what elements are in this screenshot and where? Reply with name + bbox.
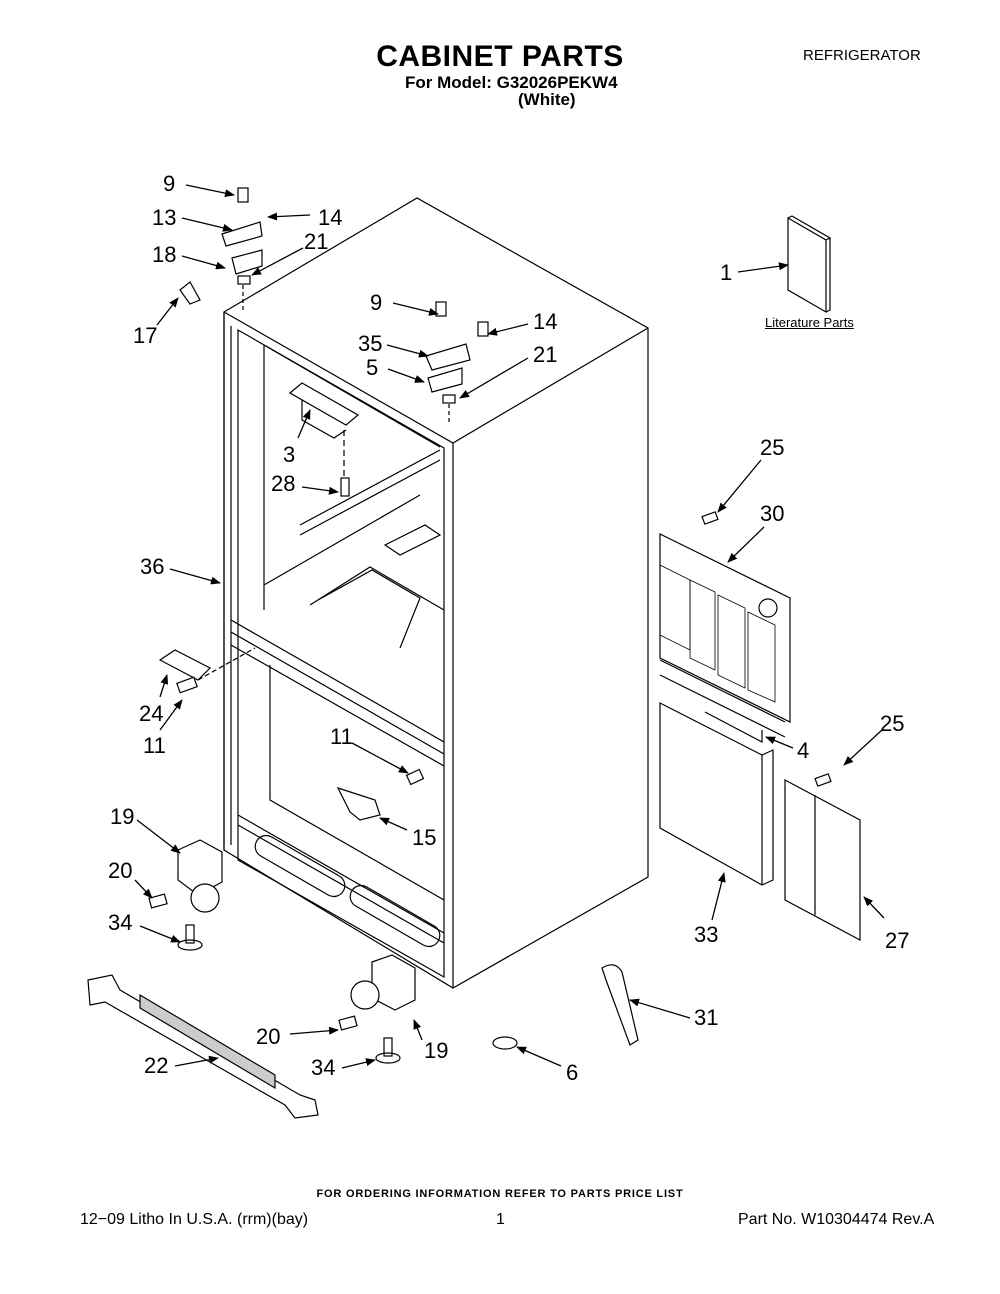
- callout-30: 30: [760, 501, 785, 526]
- callout-9: 9: [370, 290, 383, 315]
- part-number: Part No. W10304474 Rev.A: [738, 1211, 935, 1228]
- callout-24: 24: [139, 701, 164, 726]
- center-bracket: [336, 786, 381, 821]
- callout-34: 34: [108, 910, 133, 935]
- right-caster: [338, 954, 416, 1064]
- callout-15: 15: [412, 825, 437, 850]
- model-number: For Model: G32026PEKW4: [405, 73, 618, 92]
- callout-31: 31: [694, 1005, 719, 1030]
- callout-36: 36: [140, 554, 165, 579]
- side-panel: [784, 773, 861, 941]
- model-variant: (White): [518, 90, 576, 109]
- callout-28: 28: [271, 471, 296, 496]
- callout-33: 33: [694, 922, 719, 947]
- callout-35: 35: [358, 331, 383, 356]
- callout-13: 13: [152, 205, 177, 230]
- callout-34: 34: [311, 1055, 336, 1080]
- rear-grille-panel: [659, 511, 791, 738]
- wrench-tool: [601, 964, 639, 1046]
- callout-19: 19: [110, 804, 135, 829]
- top-hinge-center: [425, 301, 489, 425]
- front-panel: [659, 702, 774, 886]
- part-3-bracket: [288, 382, 360, 497]
- callout-18: 18: [152, 242, 177, 267]
- page-title: CABINET PARTS: [376, 40, 624, 73]
- callout-25: 25: [880, 711, 905, 736]
- ordering-note: FOR ORDERING INFORMATION REFER TO PARTS …: [316, 1188, 684, 1200]
- callout-17: 17: [133, 323, 158, 348]
- left-bracket: [158, 647, 256, 694]
- product-type: REFRIGERATOR: [803, 47, 921, 64]
- left-caster: [148, 839, 223, 951]
- callout-11: 11: [143, 733, 166, 758]
- ring-part: [492, 1036, 518, 1050]
- callout-5: 5: [366, 355, 379, 380]
- toe-grille: [87, 974, 319, 1119]
- litho-info: 12−09 Litho In U.S.A. (rrm)(bay): [80, 1211, 309, 1228]
- callout-3: 3: [283, 442, 296, 467]
- callout-25: 25: [760, 435, 785, 460]
- callout-22: 22: [144, 1053, 169, 1078]
- callout-11: 11: [330, 724, 353, 749]
- callout-14: 14: [533, 309, 558, 334]
- leader-arrows: [134, 184, 885, 1069]
- literature-book: [787, 215, 832, 314]
- callout-9: 9: [163, 171, 176, 196]
- callout-20: 20: [108, 858, 133, 883]
- callout-4: 4: [797, 738, 810, 763]
- callout-14: 14: [318, 205, 343, 230]
- callout-21: 21: [304, 229, 329, 254]
- callout-19: 19: [424, 1038, 449, 1063]
- callout-27: 27: [885, 928, 910, 953]
- callout-6: 6: [566, 1060, 579, 1085]
- literature-parts-label: Literature Parts: [765, 315, 854, 330]
- top-hinge-left: [179, 187, 263, 310]
- page-number: 1: [496, 1211, 505, 1228]
- callout-1: 1: [720, 260, 733, 285]
- cabinet-body: [223, 197, 649, 989]
- callout-21: 21: [533, 342, 558, 367]
- callout-20: 20: [256, 1024, 281, 1049]
